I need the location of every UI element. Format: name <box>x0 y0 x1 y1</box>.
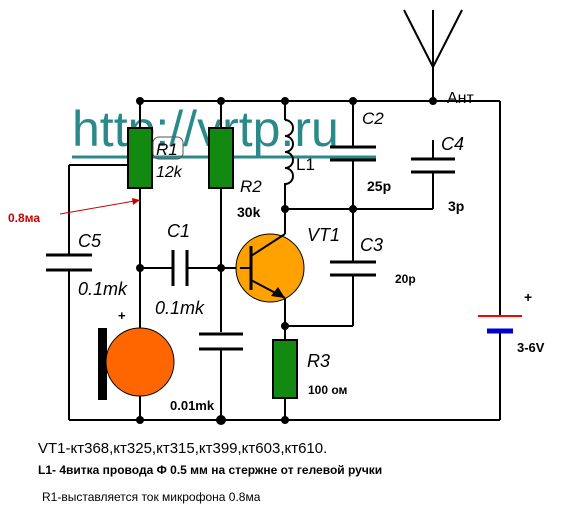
vt1-name: VT1 <box>307 225 340 245</box>
c5-value: 0.1mk <box>78 279 128 299</box>
c1-name: C1 <box>167 221 190 241</box>
inductor-l1 <box>284 119 294 188</box>
watermark-text: http://vrtp.ru <box>72 101 339 157</box>
current-arrow <box>59 199 141 215</box>
c3-name: C3 <box>360 235 383 255</box>
r3-value: 100 ом <box>308 383 348 397</box>
c3-value: 20p <box>395 272 416 286</box>
c4-name: C4 <box>441 134 464 154</box>
resistor-r3 <box>272 339 298 399</box>
battery-plus: + <box>524 289 532 305</box>
capacitor-c5 <box>46 253 92 272</box>
current-label: 0.8ма <box>8 211 40 225</box>
c5-name: C5 <box>78 231 102 251</box>
resistor-r2 <box>208 127 234 189</box>
c2-value: 25p <box>367 178 391 194</box>
r1-name: R1 <box>156 140 178 159</box>
capacitor-c6 <box>199 332 243 351</box>
battery-voltage: 3-6V <box>517 340 545 355</box>
capacitor-c2 <box>330 145 376 162</box>
c4-value: 3p <box>448 198 464 214</box>
capacitor-c4 <box>411 157 455 174</box>
microphone-icon <box>98 327 175 400</box>
r1-value: 12k <box>156 164 183 181</box>
mic-plus: + <box>118 308 126 323</box>
capacitor-c1 <box>171 250 189 286</box>
transistor-vt1 <box>235 233 305 303</box>
note-inductor: L1- 4витка провода Ф 0.5 мм на стержне о… <box>38 463 382 477</box>
note-resistor: R1-выставляется ток микрофона 0.8ма <box>42 490 261 504</box>
c2-name: C2 <box>362 109 384 128</box>
r3-name: R3 <box>307 351 330 371</box>
resistor-r1 <box>127 127 153 189</box>
r2-value: 30k <box>237 204 261 220</box>
capacitor-c3 <box>330 260 376 277</box>
battery-icon <box>478 315 522 334</box>
c6-value: 0.01mk <box>170 398 215 413</box>
antenna-icon <box>403 9 463 101</box>
antenna-label: Ант <box>447 90 475 107</box>
r1-label-box <box>152 136 184 160</box>
l1-name: L1 <box>296 155 315 174</box>
c1-value: 0.1mk <box>155 298 205 318</box>
note-transistors: VT1-кт368,кт325,кт315,кт399,кт603,кт610. <box>38 440 327 457</box>
r2-name: R2 <box>240 177 262 196</box>
